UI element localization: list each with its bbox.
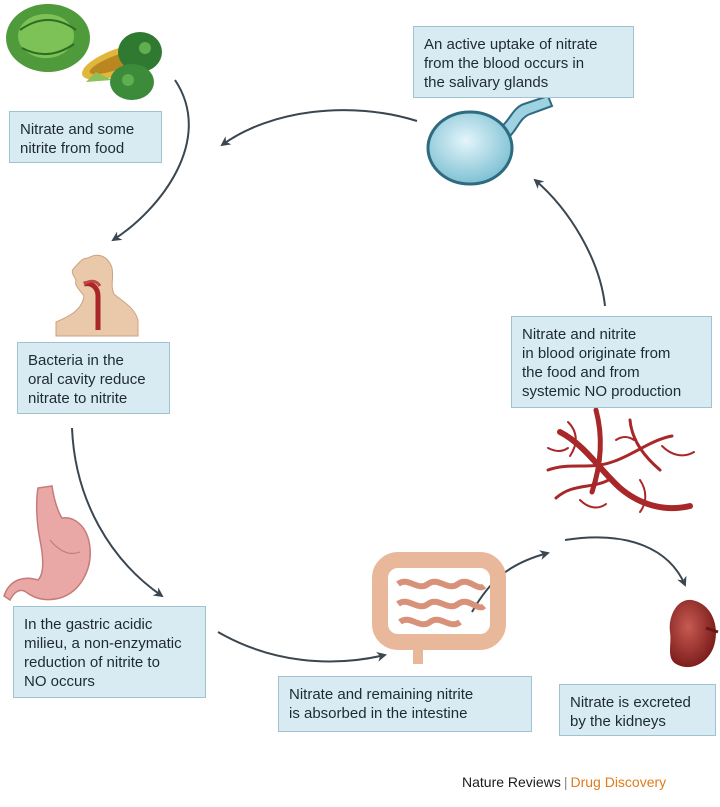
box-gastric: In the gastric acidic milieu, a non-enzy… — [13, 606, 206, 698]
box-intestine: Nitrate and remaining nitrite is absorbe… — [278, 676, 532, 732]
intestine-icon — [372, 552, 506, 664]
publisher-name: Nature Reviews — [462, 774, 561, 790]
journal-name: Drug Discovery — [570, 774, 667, 790]
arrow-blood-to-kidney — [564, 536, 687, 587]
arrow-stomach-to-intestine — [217, 631, 387, 663]
head-throat-icon — [55, 254, 139, 337]
arrow-food-to-mouth — [111, 79, 190, 242]
credit-separator: | — [563, 774, 568, 790]
kidney-icon — [669, 599, 719, 668]
arrow-oral-to-stomach — [71, 427, 164, 598]
vegetables-icon — [6, 4, 162, 100]
journal-credit: Nature Reviews|Drug Discovery — [462, 774, 666, 790]
arrow-saliva-to-food — [220, 109, 418, 147]
box-saliva: An active uptake of nitrate from the blo… — [413, 26, 634, 98]
box-kidney: Nitrate is excreted by the kidneys — [559, 684, 716, 736]
blood-vessels-icon — [546, 407, 695, 513]
box-oral: Bacteria in the oral cavity reduce nitra… — [17, 342, 170, 414]
arrow-blood-to-saliva — [533, 178, 606, 307]
stomach-icon — [3, 485, 91, 602]
box-blood: Nitrate and nitrite in blood originate f… — [511, 316, 712, 408]
box-food: Nitrate and some nitrite from food — [9, 111, 162, 163]
salivary-gland-icon — [426, 94, 554, 186]
